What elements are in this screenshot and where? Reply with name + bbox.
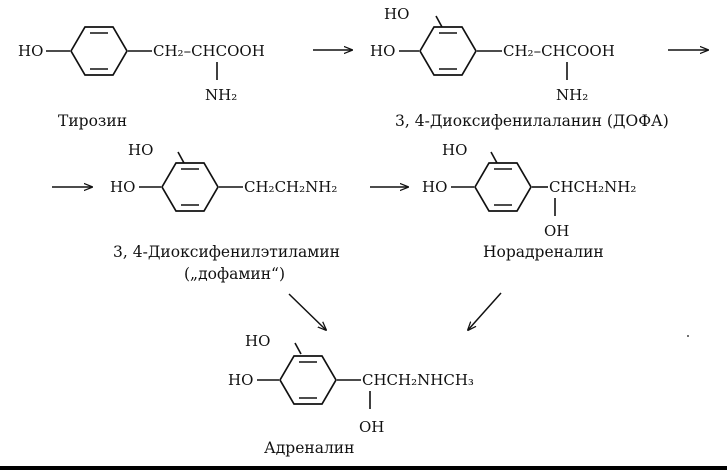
adrenaline-ho-top-bond bbox=[294, 342, 302, 355]
scan-speck bbox=[687, 335, 689, 337]
noradrenaline-chain-label: CHCH₂NH₂ bbox=[549, 178, 636, 196]
dopamine-chain-label: CH₂CH₂NH₂ bbox=[244, 178, 337, 196]
tyrosine-ho-label: HO bbox=[18, 42, 43, 60]
noradrenaline-structure: HO HO CHCH₂NH₂ OH bbox=[422, 141, 636, 240]
dopamine-ho-top-bond bbox=[177, 151, 185, 164]
dopa-amine-label: NH₂ bbox=[556, 86, 588, 104]
noradrenaline-benzene-ring bbox=[474, 162, 532, 212]
dopamine-name-line2: („дофамин“) bbox=[184, 265, 285, 283]
tyrosine-benzene-ring bbox=[70, 26, 128, 76]
noradrenaline-hydroxyl-label: OH bbox=[544, 222, 569, 240]
adrenaline-name: Адреналин bbox=[264, 439, 354, 457]
tyrosine-structure: HO CH₂–CHCOOH NH₂ bbox=[18, 26, 265, 104]
dopa-ho-top-bond bbox=[435, 15, 443, 28]
adrenaline-hydroxyl-label: OH bbox=[359, 418, 384, 436]
adrenaline-ho-left-label: HO bbox=[228, 371, 253, 389]
noradrenaline-ho-top-label: HO bbox=[442, 141, 467, 159]
dopa-ho-left-label: HO bbox=[370, 42, 395, 60]
dopamine-ho-left-label: HO bbox=[110, 178, 135, 196]
adrenaline-benzene-ring bbox=[279, 355, 337, 405]
adrenaline-structure: HO HO CHCH₂NHCH₃ OH bbox=[228, 332, 474, 436]
dopa-name: 3, 4-Диоксифенилаланин (ДОФА) bbox=[395, 112, 669, 130]
arrow-noradrenaline-to-adrenaline bbox=[468, 292, 502, 330]
arrow-dopamine-to-adrenaline bbox=[288, 293, 326, 330]
dopamine-structure: HO HO CH₂CH₂NH₂ bbox=[110, 141, 337, 212]
noradrenaline-ho-top-bond bbox=[490, 151, 498, 164]
adrenaline-ho-top-label: HO bbox=[245, 332, 270, 350]
noradrenaline-name: Норадреналин bbox=[483, 243, 604, 261]
dopa-ho-top-label: HO bbox=[384, 5, 409, 23]
dopa-benzene-ring bbox=[419, 26, 477, 76]
tyrosine-chain-label: CH₂–CHCOOH bbox=[153, 42, 265, 60]
dopa-chain-label: CH₂–CHCOOH bbox=[503, 42, 615, 60]
tyrosine-name: Тирозин bbox=[58, 112, 127, 130]
dopamine-name-line1: 3, 4-Диоксифенилэтиламин bbox=[113, 243, 340, 261]
tyrosine-amine-label: NH₂ bbox=[205, 86, 237, 104]
dopa-structure: HO HO CH₂–CHCOOH NH₂ bbox=[370, 5, 615, 104]
adrenaline-chain-label: CHCH₂NHCH₃ bbox=[362, 371, 474, 389]
dopamine-benzene-ring bbox=[161, 162, 219, 212]
noradrenaline-ho-left-label: HO bbox=[422, 178, 447, 196]
dopamine-ho-top-label: HO bbox=[128, 141, 153, 159]
bottom-edge-bar bbox=[0, 466, 727, 470]
